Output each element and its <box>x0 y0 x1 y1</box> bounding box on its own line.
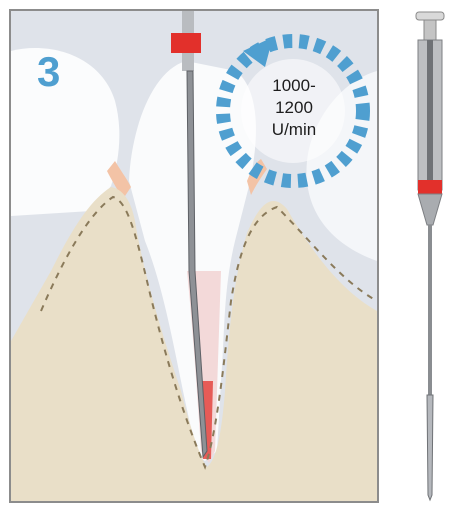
speed-line-1: 1000- <box>249 75 339 97</box>
rotary-file-instrument-icon <box>400 10 452 505</box>
illustration-panel: 3 1000- 1200 U/min <box>9 9 379 503</box>
rotation-speed-label: 1000- 1200 U/min <box>249 75 339 141</box>
speed-line-2: 1200 <box>249 97 339 119</box>
speed-line-3: U/min <box>249 119 339 141</box>
depth-stop-marker <box>171 33 201 53</box>
step-number: 3 <box>37 51 60 93</box>
instrument-depth-marker <box>418 180 442 194</box>
